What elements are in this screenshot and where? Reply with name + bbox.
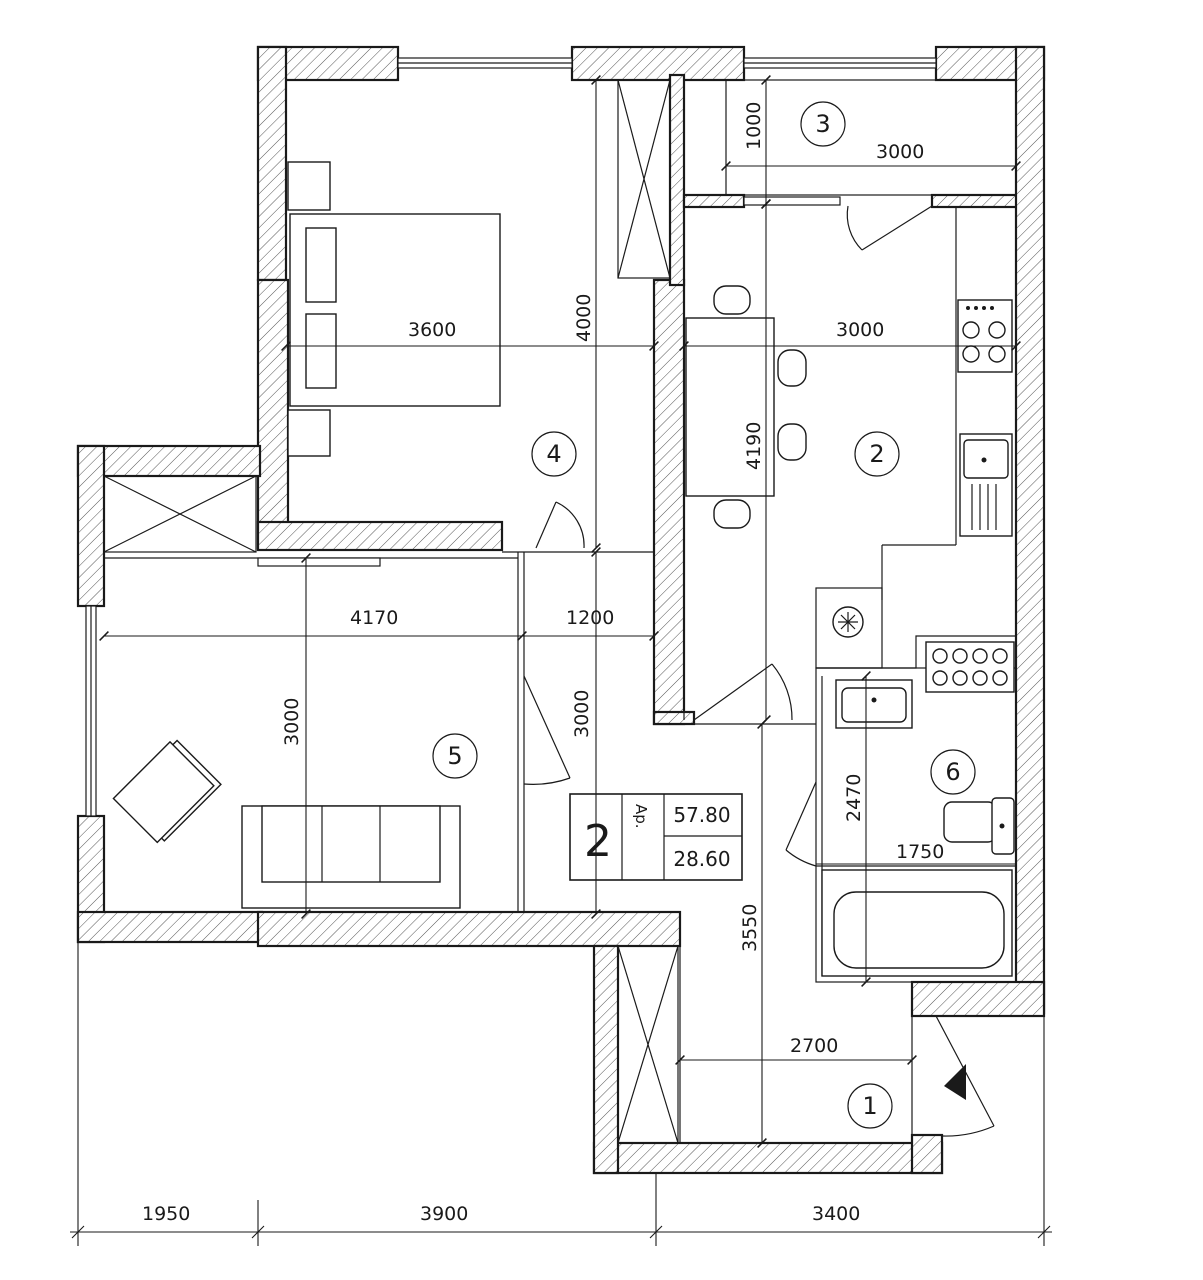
dim-balcony-depth: 1000 [743,102,765,150]
dim-kitchen-width: 3000 [836,319,884,341]
room-markers: 1 2 3 4 5 6 [432,101,976,1129]
wall-kitchen-top-right [930,193,1022,209]
stove-icon [957,299,1013,373]
room-marker-1: 1 [847,1083,893,1129]
balcony-outline [683,79,1017,196]
dimension-lines [70,75,1052,1246]
wall-bedroom-bottom [256,520,504,552]
shaft-top [617,79,671,279]
room-number-5: 5 [447,742,462,770]
sink-icon [959,433,1013,537]
dim-bedroom-depth: 4000 [573,294,595,342]
pillow-bottom [305,313,337,389]
wall-living-bottom [76,910,264,944]
dim-corridor-depth: 3000 [571,690,593,738]
wall-living-left-top [76,444,106,608]
window-kitchen-balcony [743,196,841,206]
partitions [103,79,1017,1144]
wall-shaft-right [668,73,686,287]
room-number-4: 4 [546,440,561,468]
dim-bath-width: 1750 [896,841,944,863]
dim-bottom-left: 1950 [142,1203,190,1225]
snowflake-icon [832,606,864,638]
wall-living-bottom-main [256,910,682,948]
chair-1 [713,285,751,315]
room-number-3: 3 [815,110,830,138]
wall-hall-left [592,944,620,1175]
bath-outline [815,667,1017,983]
dim-hall-depth: 3550 [739,904,761,952]
chair-4 [777,423,807,461]
entrance-arrow-icon [944,1064,966,1100]
dim-bath-depth: 2470 [843,774,865,822]
dim-hall-width: 2700 [790,1035,838,1057]
wall-bedroom-left-lower [256,278,290,550]
windows [85,57,937,817]
room-marker-4: 4 [531,431,577,477]
room-number-6: 6 [945,758,960,786]
wall-kitchen-bottom [652,710,696,726]
summary-rooms-count: 2 [584,816,612,867]
washer-knobs [932,648,1008,686]
dim-bottom-mid: 3900 [420,1203,468,1225]
room-marker-3: 3 [800,101,846,147]
dimension-labels: 1000 3000 3600 4000 3000 4190 4170 1200 … [142,102,944,1225]
armchair [112,739,222,844]
room-number-1: 1 [862,1092,877,1120]
shaft-hall [617,945,679,1144]
summary-table: 2 Ар. 57.80 28.60 [569,793,743,881]
shaft-living [103,475,257,553]
pillow-top [305,227,337,303]
wall-hall-bottom [592,1141,944,1175]
wall-bedroom-left [256,45,288,282]
dim-living-width: 4170 [350,607,398,629]
nightstand-top [287,161,331,211]
summary-label-top: Ар. [632,804,650,829]
nightstand-bottom [287,409,331,457]
dim-bottom-right: 3400 [812,1203,860,1225]
wall-right [1014,45,1046,1015]
window-living-door [257,557,381,567]
chair-3 [777,349,807,387]
dim-corridor-width: 1200 [566,607,614,629]
summary-living-area: 28.60 [673,847,730,871]
walls [76,45,1046,1175]
wall-entrance-bottom [910,1133,944,1175]
summary-total-area: 57.80 [673,803,730,827]
doors [523,205,995,1137]
wall-kitchen-left [652,278,686,726]
chair-2 [713,499,751,529]
dim-living-depth: 3000 [281,698,303,746]
wall-kitchen-top [682,193,746,209]
wall-entrance-top [910,980,1046,1018]
room-marker-5: 5 [432,733,478,779]
dim-kitchen-depth: 4190 [743,422,765,470]
dim-balcony-width: 3000 [876,141,924,163]
room-number-2: 2 [869,440,884,468]
wall-living-top-bay [76,444,262,478]
room-marker-6: 6 [930,749,976,795]
toilet [943,801,997,843]
furniture [112,161,1015,977]
room-marker-2: 2 [854,431,900,477]
wall-top-mid [570,45,746,82]
dim-bedroom-width: 3600 [408,319,456,341]
